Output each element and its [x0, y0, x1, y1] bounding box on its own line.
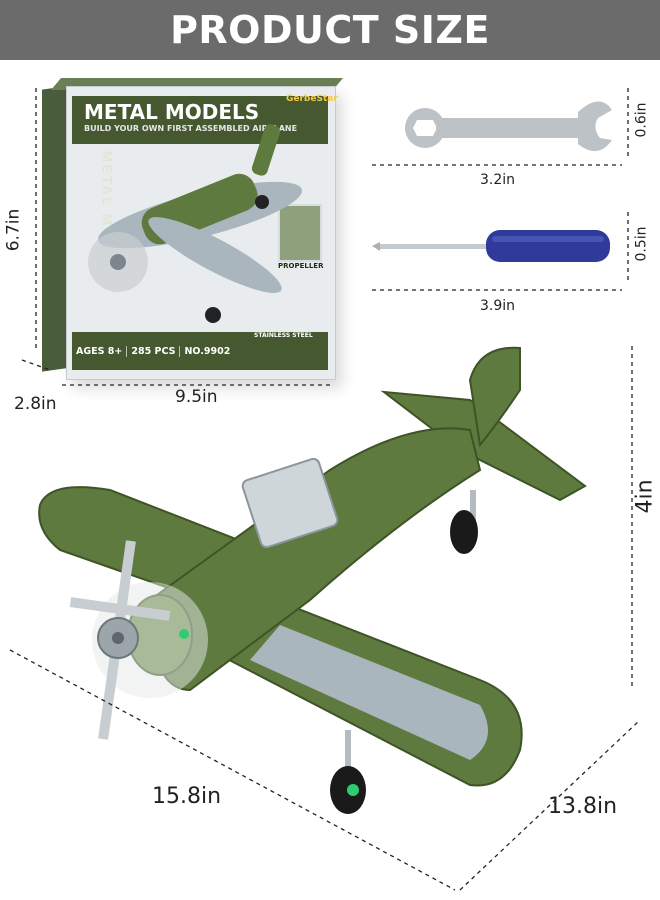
- box-badges: AGES 8+ 285 PCS NO.9902: [76, 346, 234, 357]
- badge-model-number: NO.9902: [184, 346, 231, 357]
- box-height-label: 6.7in: [3, 208, 24, 252]
- product-size-banner: PRODUCT SIZE: [0, 0, 660, 60]
- propeller-inset-image: [278, 204, 322, 262]
- box-width-label: 9.5in: [175, 387, 218, 407]
- screwdriver-image: [372, 230, 610, 262]
- badge-age: AGES 8+: [76, 346, 128, 357]
- box-logo-text: GerbeStar: [286, 94, 338, 104]
- box-header-band: [72, 96, 328, 144]
- box-plane-image: [88, 124, 303, 323]
- plane-length-label: 15.8in: [152, 784, 222, 809]
- wrench-length-label: 3.2in: [480, 172, 516, 188]
- wrench-width-label: 0.6in: [633, 102, 650, 138]
- wrench-image: [405, 101, 612, 152]
- box-subtitle: BUILD YOUR OWN FIRST ASSEMBLED AIRPLANE: [84, 124, 298, 133]
- propeller-inset-label: PROPELLER: [278, 262, 324, 270]
- plane-width-label: 13.8in: [548, 794, 618, 819]
- airplane-model-image: [38, 346, 587, 814]
- box-depth-label: 2.8in: [14, 394, 57, 414]
- banner-title: PRODUCT SIZE: [170, 8, 490, 52]
- box-brand-text: METAL MODELS: [84, 100, 260, 124]
- badge-pieces: 285 PCS: [131, 346, 181, 357]
- box-stainless-text: STAINLESS STEEL: [254, 332, 313, 339]
- screwdriver-length-label: 3.9in: [480, 298, 516, 314]
- screwdriver-width-label: 0.5in: [633, 226, 650, 262]
- dimension-lines: [9, 88, 641, 891]
- plane-height-label: 4in: [632, 479, 658, 514]
- box-footer-band: [72, 332, 328, 370]
